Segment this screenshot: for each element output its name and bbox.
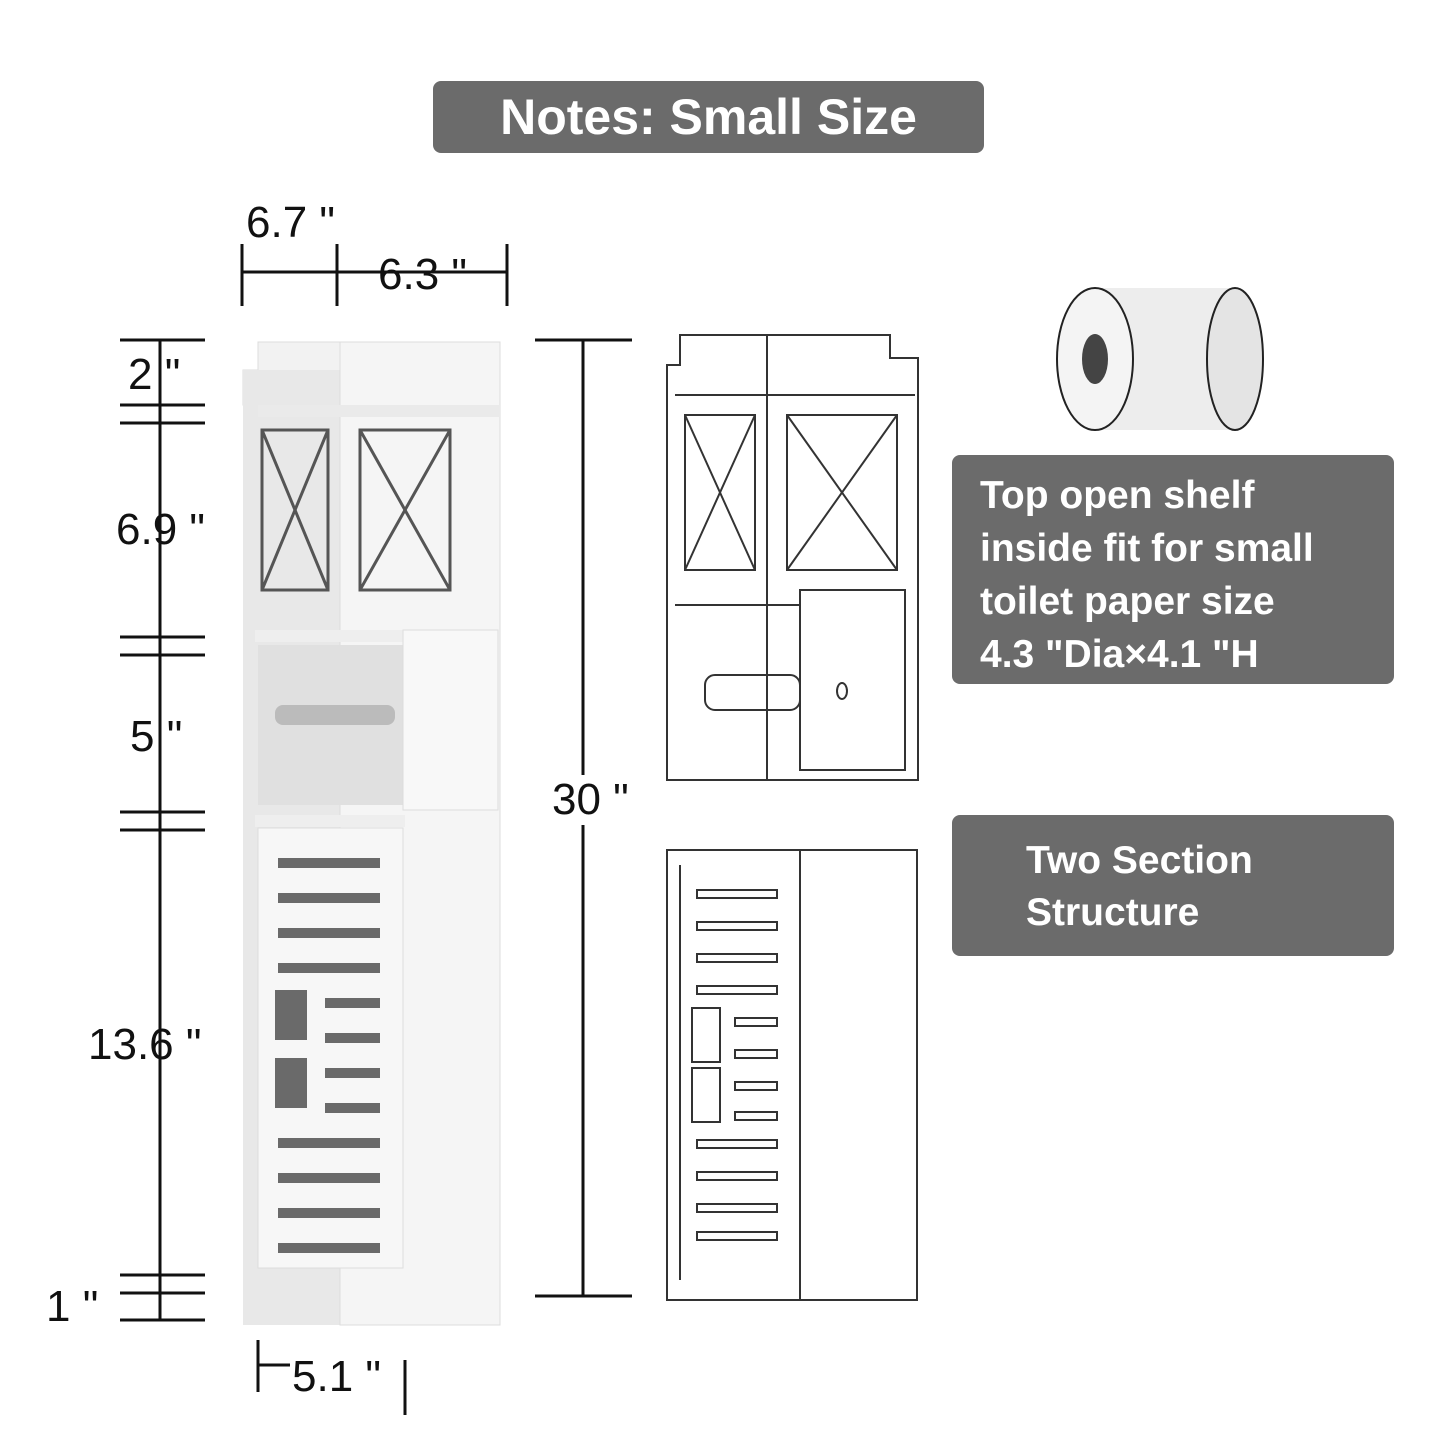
note-line: Top open shelf [980, 474, 1255, 517]
depth-label: 6.7 " [246, 198, 336, 247]
dimension-lines [120, 244, 632, 1415]
note-line: Two Section [1026, 839, 1253, 882]
bottom-width-label: 5.1 " [292, 1352, 382, 1401]
toilet-paper-roll-icon [1056, 287, 1264, 431]
structure-note: Two Section Structure [952, 815, 1394, 956]
width-label: 6.3 " [378, 250, 468, 299]
top-rail-label: 2 " [128, 350, 181, 399]
shelf-note: Top open shelf inside fit for small toil… [952, 455, 1394, 684]
base-label: 1 " [46, 1282, 99, 1331]
cabinet-label: 13.6 " [88, 1020, 202, 1069]
two-section-line-drawing [666, 334, 919, 1301]
note-line: Structure [1026, 891, 1200, 934]
note-line: inside fit for small [980, 527, 1314, 570]
top-shelf-label: 6.9 " [116, 505, 206, 554]
note-line: 4.3 "Dia×4.1 "H [980, 633, 1259, 676]
cabinet-illustration [242, 341, 501, 1326]
total-height-label: 30 " [552, 775, 629, 825]
title-banner: Notes: Small Size [433, 81, 984, 153]
paper-shelf-label: 5 " [130, 712, 183, 761]
note-line: toilet paper size [980, 580, 1275, 623]
